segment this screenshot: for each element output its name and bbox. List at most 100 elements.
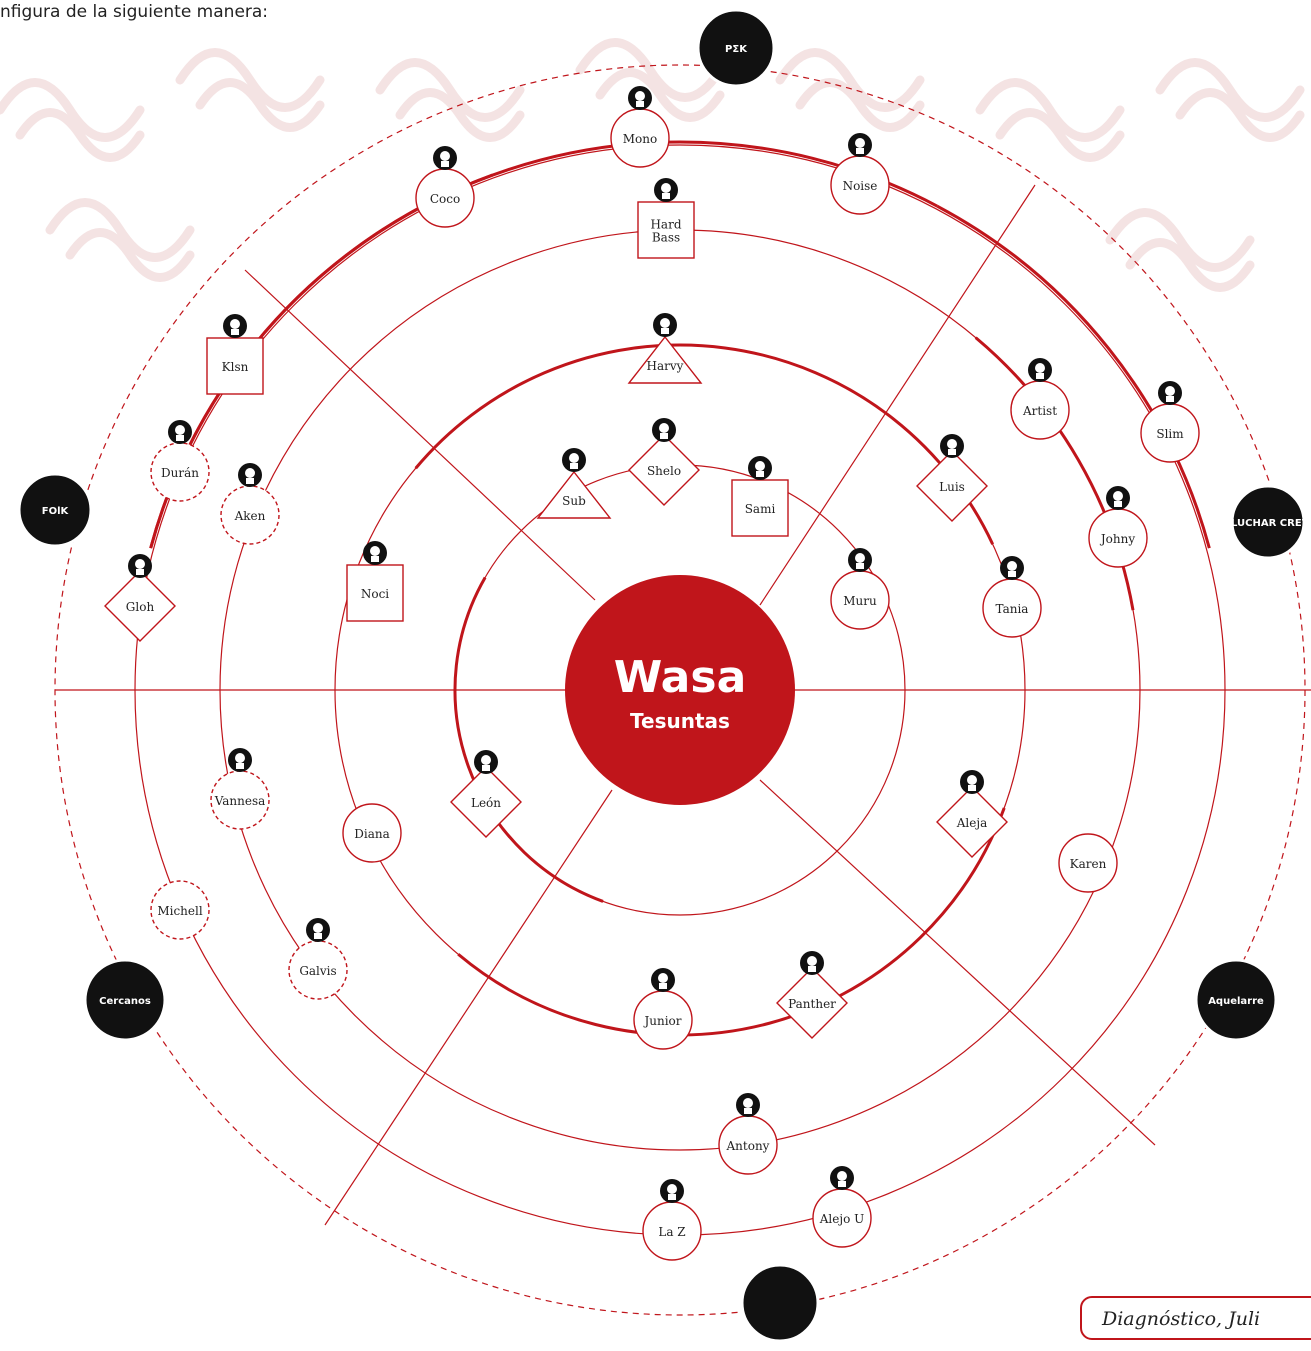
hub-circle — [740, 1263, 820, 1343]
hub-right[interactable]: ALUCHAR CREW — [1223, 484, 1311, 560]
person-icon — [1028, 358, 1052, 382]
node-muru[interactable]: Muru — [830, 548, 890, 630]
node-shelo[interactable]: Shelo — [628, 418, 700, 506]
node-junior[interactable]: Junior — [633, 968, 693, 1050]
node-label: Shelo — [647, 464, 681, 478]
person-icon — [830, 1166, 854, 1190]
person-icon — [960, 770, 984, 794]
node-johny[interactable]: Johny — [1088, 486, 1148, 568]
hub-label: ALUCHAR CREW — [1223, 518, 1311, 529]
person-icon — [848, 548, 872, 572]
intro-text: nfigura de la siguiente manera: — [0, 2, 269, 22]
person-icon — [748, 456, 772, 480]
watermark-stroke — [775, 48, 925, 132]
sector-divider — [759, 184, 1036, 606]
node-coco[interactable]: Coco — [415, 146, 475, 228]
node-aleja[interactable]: Aleja — [936, 770, 1008, 858]
hub-top[interactable]: PΣK — [696, 8, 776, 88]
hub-circle — [1194, 958, 1278, 1042]
hub-aquelarre[interactable]: Aquelarre — [1194, 958, 1278, 1042]
node-sami[interactable]: Sami — [731, 456, 789, 537]
node-label: Durán — [161, 466, 199, 480]
node-label: Galvis — [299, 964, 336, 978]
node-duran[interactable]: Durán — [150, 420, 210, 502]
person-icon — [651, 968, 675, 992]
node-karen[interactable]: Karen — [1058, 833, 1118, 893]
node-label: Diana — [354, 827, 390, 841]
node-label: Hard — [650, 218, 681, 232]
node-shape — [916, 450, 988, 522]
node-tania[interactable]: Tania — [982, 556, 1042, 638]
hub-label: Cercanos — [99, 996, 151, 1007]
node-label: Sub — [562, 494, 586, 508]
node-aken[interactable]: Aken — [220, 463, 280, 545]
node-shape — [450, 766, 522, 838]
person-icon — [168, 420, 192, 444]
connection-path — [149, 173, 494, 549]
node-leon[interactable]: León — [450, 750, 522, 838]
node-galvis[interactable]: Galvis — [288, 918, 348, 1000]
hub-cercanos[interactable]: Cercanos — [83, 958, 167, 1042]
node-slim[interactable]: Slim — [1140, 381, 1200, 463]
watermark-stroke — [375, 58, 525, 142]
watermark-stroke — [45, 198, 195, 282]
hub-label: FOlK — [42, 506, 70, 517]
connection-path — [457, 807, 1006, 1037]
hub-label: Aquelarre — [1208, 996, 1264, 1007]
sector-divider — [759, 779, 1156, 1146]
graffiti-watermark — [0, 38, 1305, 292]
node-label: Aken — [234, 509, 266, 523]
node-noci[interactable]: Noci — [346, 541, 404, 622]
node-panther[interactable]: Panther — [776, 951, 848, 1039]
person-icon — [1000, 556, 1024, 580]
node-laz[interactable]: La Z — [642, 1179, 702, 1261]
node-alejou[interactable]: Alejo U — [812, 1166, 872, 1248]
node-label: Johny — [1099, 532, 1135, 546]
node-noise[interactable]: Noise — [830, 133, 890, 215]
connection-path — [414, 343, 995, 545]
node-label: Panther — [788, 997, 836, 1011]
caption-box: Diagnóstico, Juli — [1080, 1296, 1311, 1340]
node-antony[interactable]: Antony — [718, 1093, 778, 1175]
node-label: Coco — [430, 192, 460, 206]
node-shape — [731, 479, 789, 537]
node-shape — [936, 786, 1008, 858]
watermark-stroke — [1105, 208, 1255, 292]
person-icon — [1158, 381, 1182, 405]
person-icon — [652, 418, 676, 442]
node-label: Noci — [361, 587, 389, 601]
node-luis[interactable]: Luis — [916, 434, 988, 522]
crew-logo-icon — [653, 313, 677, 337]
node-vannesa[interactable]: Vannesa — [210, 748, 270, 830]
connection-path — [679, 140, 938, 208]
node-mono[interactable]: Mono — [610, 86, 670, 168]
node-label: Artist — [1022, 404, 1057, 418]
watermark-stroke — [975, 78, 1125, 162]
node-michell[interactable]: Michell — [150, 880, 210, 940]
hub-bottom[interactable] — [740, 1263, 820, 1343]
node-artist[interactable]: Artist — [1010, 358, 1070, 440]
crew-logo-icon — [474, 750, 498, 774]
node-diana[interactable]: Diana — [342, 803, 402, 863]
node-gloh[interactable]: Gloh — [104, 554, 176, 642]
hub-circle — [696, 8, 776, 88]
node-sub[interactable]: Sub — [536, 448, 612, 519]
hub-label: PΣK — [725, 44, 748, 55]
sector-divider — [244, 269, 596, 601]
hub-left[interactable]: FOlK — [17, 472, 93, 548]
connection-path — [936, 204, 1211, 549]
center-logo: Wasa Tesuntas — [565, 575, 795, 805]
node-harvy[interactable]: Harvy — [627, 313, 703, 384]
node-label: León — [471, 796, 501, 810]
hub-circle — [17, 472, 93, 548]
watermark-stroke — [0, 78, 145, 162]
node-shape — [346, 564, 404, 622]
person-icon — [228, 748, 252, 772]
hub-circle — [83, 958, 167, 1042]
node-klsn[interactable]: Klsn — [206, 314, 264, 395]
node-shape — [628, 434, 700, 506]
watermark-stroke — [175, 48, 325, 132]
